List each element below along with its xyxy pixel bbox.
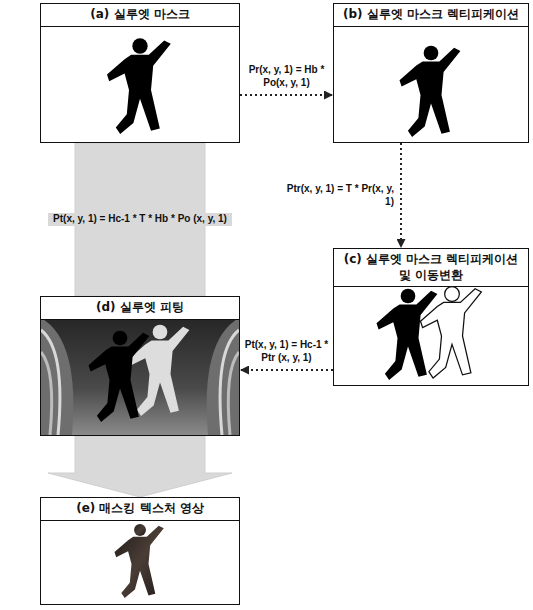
silhouette-mask (107, 38, 171, 134)
block-arrow (48, 436, 232, 497)
dome-stripe (41, 352, 52, 435)
panel-title: (a) 실루엣 마스크 (41, 4, 239, 27)
panel-title: (e) 매스킹 텍스처 영상 (41, 498, 239, 521)
panel-title: (b) 실루엣 마스크 렉티피케이션 (334, 4, 528, 27)
panel-title: (d) 실루엣 피팅 (41, 297, 239, 320)
dome-stripe (41, 330, 60, 435)
silhouette-overlay (89, 331, 150, 422)
image-panel: (b) 실루엣 마스크 렉티피케이션 (333, 3, 529, 143)
image-panel: (a) 실루엣 마스크 (40, 3, 240, 143)
translated-outline (421, 287, 482, 378)
formula-label: Ptr(x, y, 1) = T * Pr(x, y, 1) (282, 183, 394, 208)
image-panel: (e) 매스킹 텍스처 영상 (40, 497, 240, 605)
formula-label: Pt(x, y, 1) = Hc-1 * Ptr (x, y, 1) (242, 339, 331, 364)
masked-texture (115, 524, 164, 598)
dotted-arrow (240, 94, 333, 96)
dome-stripe (228, 352, 239, 435)
dotted-arrow (240, 369, 333, 371)
rectified-silhouette (400, 46, 461, 137)
panel-title: (c) 실루엣 마스크 렉티피케이션 및 이동변환 (334, 249, 528, 287)
fitting-photo (41, 318, 239, 435)
dome-left (41, 318, 73, 435)
dotted-arrow (400, 143, 402, 248)
image-panel: (c) 실루엣 마스크 렉티피케이션 및 이동변환 (333, 248, 529, 386)
formula-label: Pt(x, y, 1) = Hc-1 * T * Hb * Po (x, y, … (48, 213, 232, 226)
image-panel: (d) 실루엣 피팅 (40, 296, 240, 436)
dome-right (207, 318, 239, 435)
photo-background (41, 318, 239, 435)
formula-label: Pr(x, y, 1) = Hb * Po(x, y, 1) (242, 64, 331, 89)
rectified-silhouette (377, 289, 438, 380)
dome-stripe (220, 330, 239, 435)
